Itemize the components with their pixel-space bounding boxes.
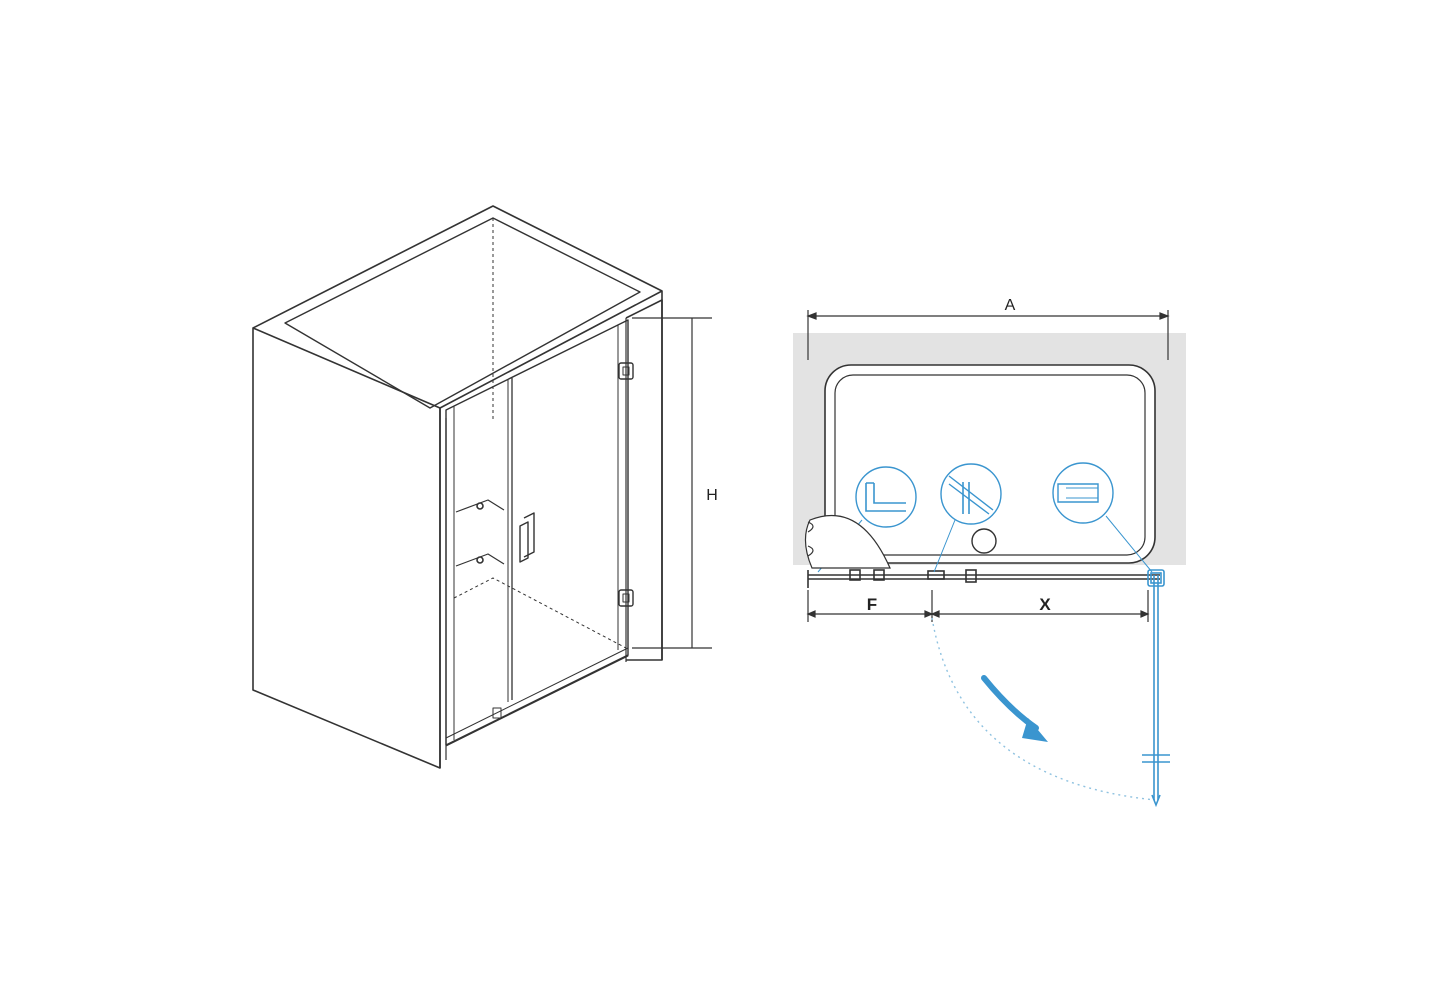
f-x-dimensions [806,590,1150,622]
door-swing-arc [931,617,1156,801]
door-handle [519,512,535,563]
plan-view [793,310,1186,808]
hinge-detail-icon [933,463,1002,573]
height-dimension [632,317,712,649]
detail-callouts [817,462,1153,573]
width-dimension [806,310,1170,360]
hinges [492,362,634,719]
wall-profile [804,515,891,569]
swing-arrow-icon [981,675,1048,742]
u-channel-detail-icon [817,466,917,573]
open-door [1142,569,1170,808]
isometric-view [252,205,712,769]
glass-doors [445,319,629,747]
drain [971,528,997,554]
fixed-panel-label: F [867,595,877,614]
width-label: A [1005,297,1016,314]
door-opening-label: X [1039,595,1051,614]
enclosure-walls [252,205,663,769]
handle-detail-icon [1052,462,1153,573]
height-label: H [706,487,718,504]
glass-line [807,569,1160,588]
